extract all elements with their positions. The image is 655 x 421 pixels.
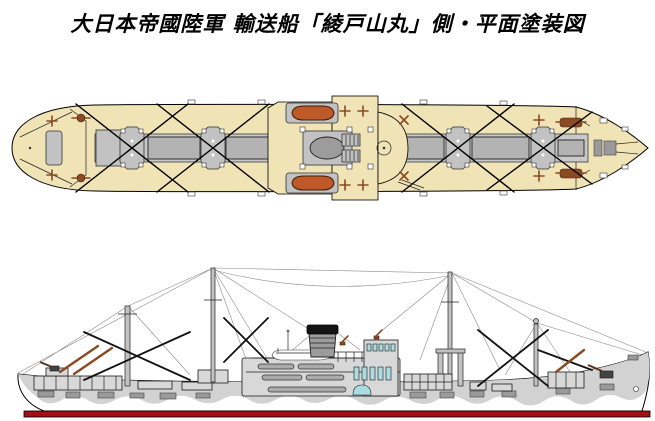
side-superstructure [241,324,401,397]
funnel-plan [309,136,345,160]
bow-deckhouse [547,364,614,389]
stern-deckhouse [33,361,123,391]
hawse-hole [633,386,639,392]
diagram-title: 大日本帝國陸軍 輸送船「綾戸山丸」側・平面塗装図 [70,11,585,36]
aft-kingpost [124,305,131,387]
skylight-gratings [341,133,361,163]
winch [71,173,91,183]
compass-platform [376,140,392,156]
plan-bow-windlass [593,117,639,179]
winch [71,113,91,123]
aa-guns [339,329,383,346]
bridge [352,339,399,397]
lifeboat-plan-starboard [285,172,339,194]
plan-derrick-rigging [75,103,593,193]
funnel-side [306,324,339,358]
bow-gun [587,364,614,379]
foremast [447,271,453,385]
plan-vents-winches [46,105,587,191]
plan-view [11,95,649,201]
plan-cargo-hatches [147,136,585,160]
waterline-stripe [23,410,651,418]
mainmast [210,267,216,383]
side-derrick-booms [58,317,593,387]
lifeboat-plan-port [285,102,339,124]
side-hull-gray [18,352,650,406]
hull-side-plates [37,354,639,400]
winch [555,168,587,179]
side-view [17,267,651,418]
plan-superstructure [267,95,409,201]
arched-opening [352,384,372,396]
bow-kingpost [533,323,539,387]
masts [118,267,539,387]
stern-gun [39,361,60,372]
